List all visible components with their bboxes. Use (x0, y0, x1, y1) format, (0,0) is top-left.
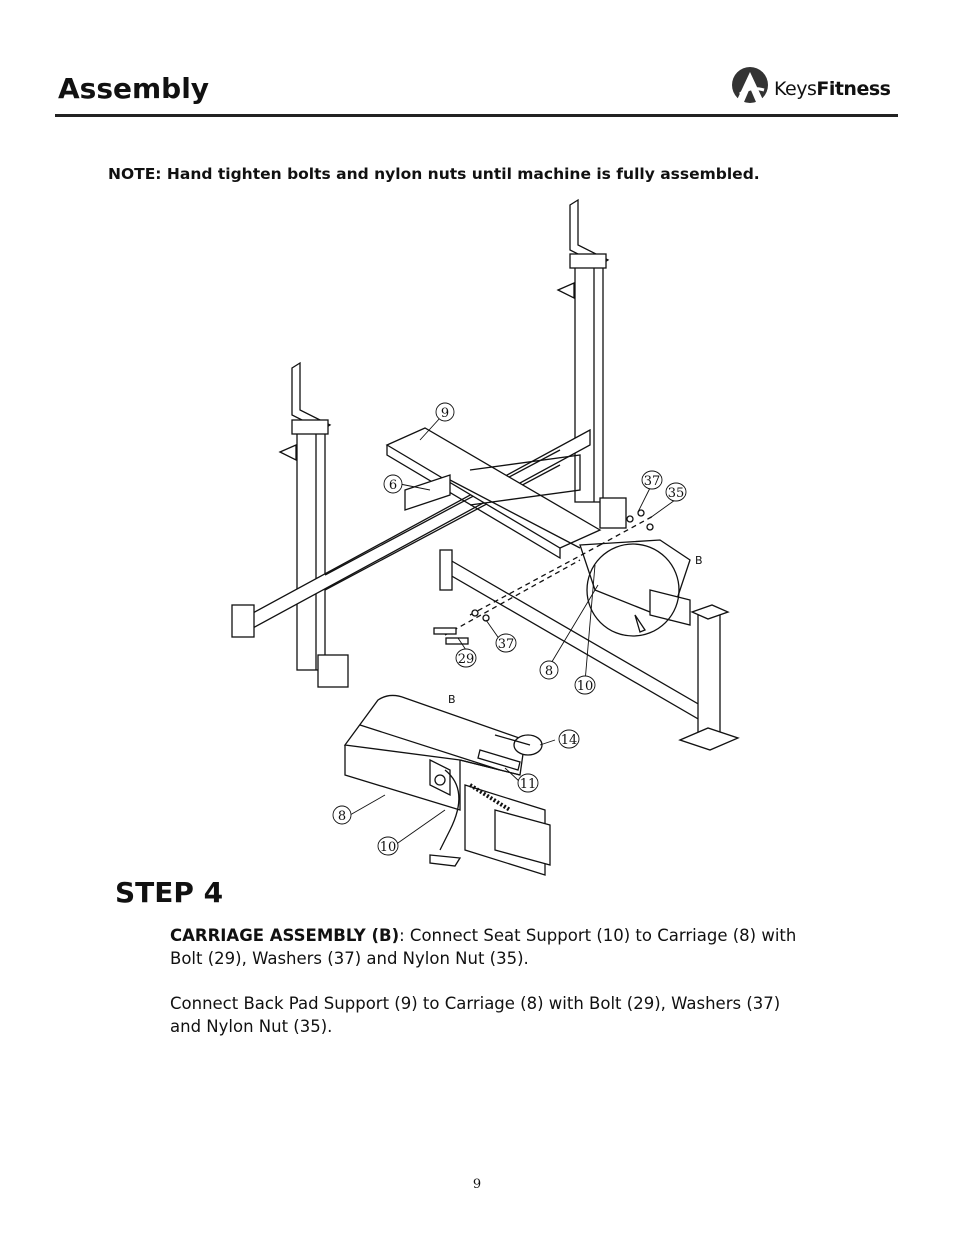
callout-37-top: 37 (641, 470, 663, 490)
left-upright (278, 361, 332, 671)
detail-leader-lines (349, 739, 556, 846)
assembly-note: NOTE: Hand tighten bolts and nylon nuts … (108, 165, 760, 183)
svg-text:29: 29 (458, 652, 475, 667)
front-leg (678, 604, 740, 751)
bolts-and-washers (433, 509, 654, 645)
callout-10-bottom: 10 (377, 836, 399, 856)
svg-text:10: 10 (577, 679, 594, 694)
page-number: 9 (472, 1177, 482, 1192)
svg-text:8: 8 (338, 809, 346, 824)
svg-text:35: 35 (668, 486, 685, 501)
carriage-detail-view (343, 694, 551, 876)
logo-brand-light: Keys (774, 78, 817, 100)
step-instruction-1: CARRIAGE ASSEMBLY (B): Connect Seat Supp… (170, 924, 810, 970)
svg-text:6: 6 (389, 478, 397, 493)
alignment-lines (444, 514, 656, 636)
assembly-diagram: 9 6 37 35 29 37 8 10 14 11 8 10 B B (231, 198, 740, 876)
keys-fitness-logo: KeysFitness (730, 64, 900, 110)
svg-text:11: 11 (520, 777, 537, 792)
callout-9: 9 (435, 402, 455, 422)
svg-text:9: 9 (441, 406, 449, 421)
svg-text:37: 37 (498, 637, 515, 652)
leader-lines (399, 417, 676, 683)
step-instruction-2: Connect Back Pad Support (9) to Carriage… (170, 994, 781, 1036)
callout-37-bottom: 37 (495, 633, 517, 653)
detail-label-b-top: B (695, 554, 703, 567)
logo-brand-bold: Fitness (816, 78, 891, 100)
callout-14: 14 (558, 729, 580, 749)
callout-8-top: 8 (539, 660, 559, 680)
back-pad-support (385, 427, 602, 560)
step-instruction-1-text: : Connect Seat Support (10) to Carriage … (170, 926, 797, 968)
frame-carriage (579, 539, 691, 633)
callout-11: 11 (517, 773, 539, 793)
svg-text:37: 37 (644, 474, 661, 489)
callouts: 9 6 37 35 29 37 8 10 14 11 8 10 (332, 402, 687, 856)
callout-35: 35 (665, 482, 687, 502)
callout-8-bottom: 8 (332, 805, 352, 825)
svg-text:14: 14 (561, 733, 578, 748)
page-title: Assembly (58, 72, 210, 105)
logo-wordmark: KeysFitness (774, 78, 891, 100)
callout-10-top: 10 (574, 675, 596, 695)
callout-6: 6 (383, 474, 403, 494)
header-divider (55, 114, 898, 117)
svg-text:10: 10 (380, 840, 397, 855)
step-instruction-1-lead: CARRIAGE ASSEMBLY (B) (170, 926, 400, 945)
svg-text:8: 8 (545, 664, 553, 679)
step-title: STEP 4 (115, 876, 224, 909)
callout-29: 29 (455, 648, 477, 668)
detail-circle (586, 543, 680, 637)
logo-mark-icon (732, 67, 768, 103)
detail-label-b-bottom: B (448, 693, 456, 706)
right-upright (556, 198, 610, 503)
